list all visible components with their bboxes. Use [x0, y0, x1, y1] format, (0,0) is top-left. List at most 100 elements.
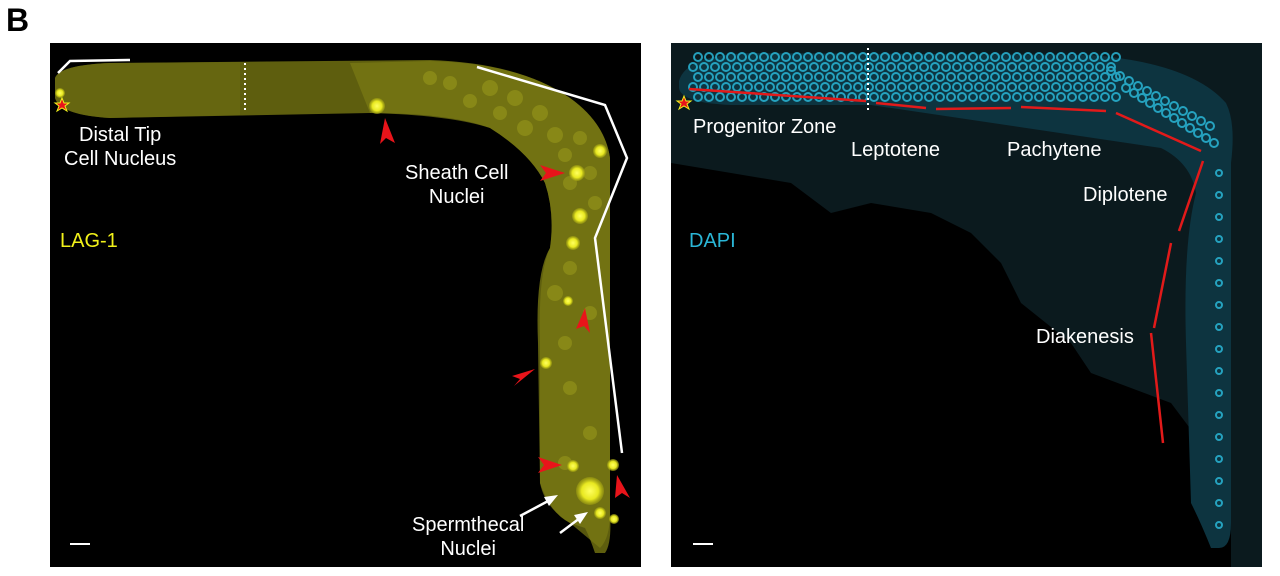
bracket-line-distal: [57, 58, 131, 74]
dapi-nucleus: [1209, 138, 1219, 148]
dapi-nucleus: [1062, 82, 1072, 92]
dapi-nucleus: [1018, 82, 1028, 92]
dapi-nucleus: [941, 62, 951, 72]
dapi-nucleus: [935, 92, 945, 102]
dapi-nucleus: [715, 72, 725, 82]
red-arrowhead: [538, 457, 562, 473]
dapi-nucleus: [1045, 72, 1055, 82]
dapi-nucleus: [1056, 72, 1066, 82]
dapi-nucleus: [1078, 52, 1088, 62]
dapi-nucleus: [732, 62, 742, 72]
dapi-nucleus: [754, 62, 764, 72]
dapi-nucleus: [825, 52, 835, 62]
sheath-cell-label: Sheath Cell Nuclei: [405, 162, 509, 208]
dapi-nucleus: [908, 62, 918, 72]
dapi-nucleus: [1018, 62, 1028, 72]
dapi-nucleus: [1153, 103, 1163, 113]
dapi-nucleus: [1177, 118, 1187, 128]
dapi-nucleus: [1095, 62, 1105, 72]
dapi-nucleus: [776, 82, 786, 92]
channel-label-dapi: DAPI: [689, 230, 736, 252]
dapi-image-panel: Progenitor Zone Leptotene Pachytene Dipl…: [671, 43, 1262, 567]
dapi-nucleus: [732, 82, 742, 92]
dapi-nucleus: [985, 82, 995, 92]
dapi-nucleus: [858, 52, 868, 62]
dapi-nucleus: [1067, 52, 1077, 62]
dapi-nucleus: [979, 52, 989, 62]
dapi-nucleus: [743, 62, 753, 72]
scale-bar: [70, 543, 90, 545]
dapi-nucleus: [1106, 66, 1116, 76]
dapi-nucleus: [875, 82, 885, 92]
dapi-nucleus: [781, 52, 791, 62]
diakenesis-label: Diakenesis: [1036, 326, 1134, 348]
dapi-nucleus: [743, 82, 753, 92]
dapi-nucleus: [1193, 128, 1203, 138]
dapi-nucleus: [1106, 82, 1116, 92]
dapi-nucleus: [1078, 72, 1088, 82]
dapi-nucleus: [704, 72, 714, 82]
dapi-nucleus: [1034, 52, 1044, 62]
dapi-nucleus: [1124, 76, 1134, 86]
dapi-nucleus: [1145, 98, 1155, 108]
dapi-nucleus: [721, 62, 731, 72]
dapi-nucleus: [836, 72, 846, 82]
dapi-nucleus: [770, 52, 780, 62]
dapi-nucleus: [913, 92, 923, 102]
dapi-nucleus: [1215, 499, 1223, 507]
dapi-nucleus: [814, 72, 824, 82]
dapi-nucleus: [1215, 169, 1223, 177]
dapi-nucleus: [693, 72, 703, 82]
dapi-nucleus: [825, 92, 835, 102]
dapi-nucleus: [952, 82, 962, 92]
dtc-star: [53, 96, 71, 113]
dapi-nucleus: [891, 92, 901, 102]
dapi-nucleus: [1215, 279, 1223, 287]
dapi-nucleus: [1062, 62, 1072, 72]
dapi-nucleus: [1045, 52, 1055, 62]
dapi-nucleus: [1001, 52, 1011, 62]
dapi-nucleus: [699, 62, 709, 72]
dapi-nucleus: [996, 62, 1006, 72]
dapi-nucleus: [1100, 92, 1110, 102]
dapi-nucleus: [798, 82, 808, 92]
dapi-nucleus: [853, 62, 863, 72]
dapi-nucleus: [880, 52, 890, 62]
dapi-nucleus: [1215, 411, 1223, 419]
dapi-nucleus: [1111, 52, 1121, 62]
pachytene-label: Pachytene: [1007, 139, 1102, 161]
dapi-nucleus: [963, 62, 973, 72]
dapi-nucleus: [996, 82, 1006, 92]
dapi-nucleus: [946, 92, 956, 102]
red-arrowhead: [576, 308, 590, 333]
dapi-nucleus: [924, 52, 934, 62]
dapi-nucleus: [748, 72, 758, 82]
dapi-nucleus: [754, 82, 764, 92]
dapi-nucleus: [1111, 92, 1121, 102]
dapi-nucleus: [798, 62, 808, 72]
dapi-nucleus: [1078, 92, 1088, 102]
dapi-micrograph: [671, 43, 1262, 567]
dapi-nucleus: [836, 52, 846, 62]
dapi-nucleus: [792, 72, 802, 82]
dapi-nucleus: [952, 62, 962, 72]
dapi-nucleus: [1100, 72, 1110, 82]
dapi-nucleus: [693, 52, 703, 62]
dapi-nucleus: [1215, 191, 1223, 199]
dapi-nucleus: [919, 82, 929, 92]
scale-bar: [693, 543, 713, 545]
dapi-nucleus: [935, 72, 945, 82]
dapi-nucleus: [825, 72, 835, 82]
leptotene-label: Leptotene: [851, 139, 940, 161]
dapi-nucleus: [930, 82, 940, 92]
dapi-nucleus: [979, 92, 989, 102]
dapi-nucleus: [809, 62, 819, 72]
dapi-nucleus: [1029, 62, 1039, 72]
dapi-nucleus: [979, 72, 989, 82]
dapi-nucleus: [1215, 257, 1223, 265]
dapi-nucleus: [891, 52, 901, 62]
dapi-nucleus: [1007, 62, 1017, 72]
dapi-nucleus: [902, 52, 912, 62]
dapi-nucleus: [1169, 113, 1179, 123]
dapi-nucleus: [946, 72, 956, 82]
